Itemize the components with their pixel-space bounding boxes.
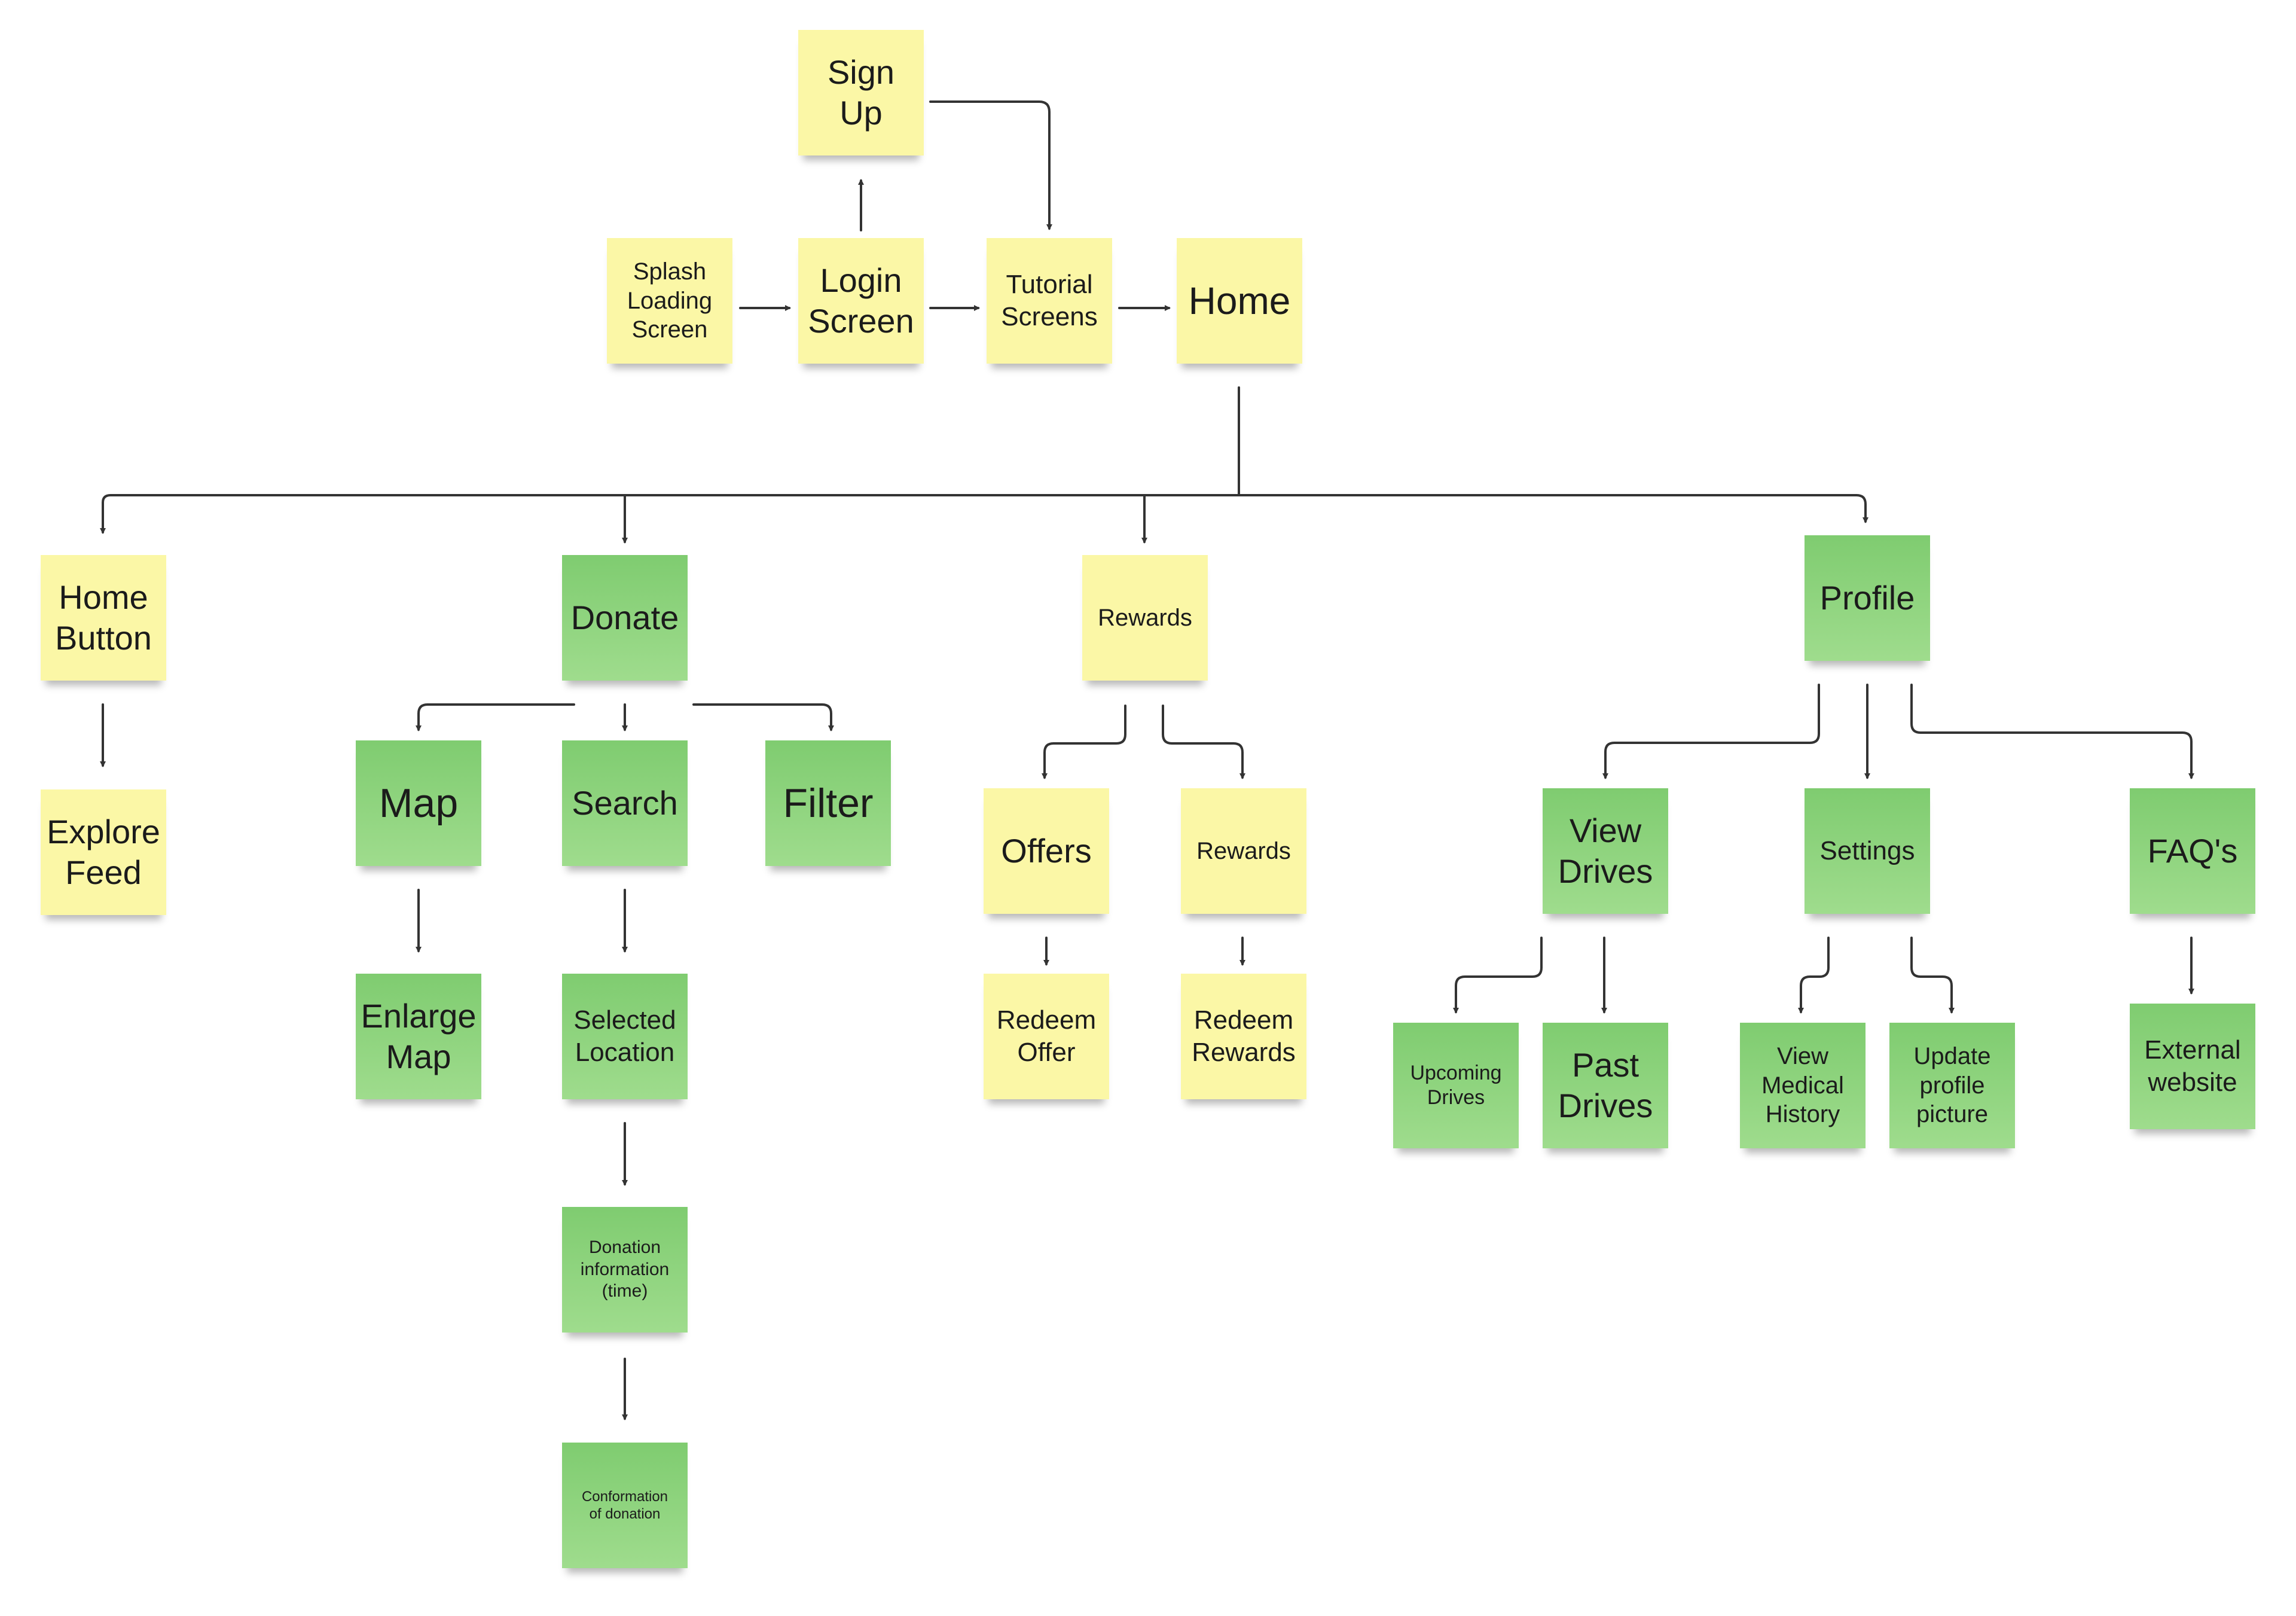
note-map[interactable]: Map [356,740,481,866]
note-external-website[interactable]: External website [2130,1004,2255,1129]
note-splash-loading-screen[interactable]: Splash Loading Screen [607,238,732,364]
note-home[interactable]: Home [1177,238,1302,364]
note-conformation-of-donation[interactable]: Conformation of donation [562,1443,688,1568]
note-offers[interactable]: Offers [984,788,1109,914]
note-redeem-offer[interactable]: Redeem Offer [984,974,1109,1099]
arrow-profile-faqs [1910,684,2194,779]
note-search[interactable]: Search [562,740,688,866]
note-settings[interactable]: Settings [1805,788,1930,914]
note-view-drives[interactable]: View Drives [1543,788,1668,914]
arrow-donate-map [416,703,575,731]
note-home-button[interactable]: Home Button [41,555,166,681]
note-enlarge-map[interactable]: Enlarge Map [356,974,481,1099]
note-selected-location[interactable]: Selected Location [562,974,688,1099]
note-donation-information[interactable]: Donation information (time) [562,1207,688,1333]
note-login-screen[interactable]: Login Screen [798,238,924,364]
note-rewards-sub[interactable]: Rewards [1181,788,1306,914]
arrow-bus-homebutton [103,494,112,532]
arrow-rewards-rewardssub [1162,705,1245,779]
note-donate[interactable]: Donate [562,555,688,681]
note-filter[interactable]: Filter [765,740,891,866]
note-upcoming-drives[interactable]: Upcoming Drives [1393,1023,1519,1148]
arrow-profile-viewdrives [1602,684,1820,779]
arrow-settings-update [1910,937,1955,1014]
note-explore-feed[interactable]: Explore Feed [41,789,166,915]
note-tutorial-screens[interactable]: Tutorial Screens [987,238,1112,364]
note-redeem-rewards[interactable]: Redeem Rewards [1181,974,1306,1099]
note-view-medical-history[interactable]: View Medical History [1740,1023,1866,1148]
arrow-bus-profile [1855,494,1868,523]
arrow-settings-medical [1798,937,1830,1014]
note-update-profile-picture[interactable]: Update profile picture [1889,1023,2015,1148]
arrow-rewards-offers [1042,705,1126,779]
note-faqs[interactable]: FAQ's [2130,788,2255,914]
note-past-drives[interactable]: Past Drives [1543,1023,1668,1148]
arrow-donate-filter [692,703,834,731]
note-sign-up[interactable]: Sign Up [798,30,924,155]
arrow-signup-tutorial [929,100,1052,230]
note-rewards[interactable]: Rewards [1082,555,1208,681]
arrow-viewdrives-upcoming [1453,937,1543,1014]
note-profile[interactable]: Profile [1805,535,1930,661]
